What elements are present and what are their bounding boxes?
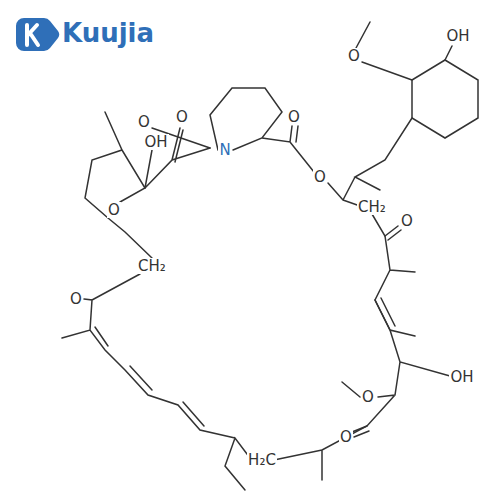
logo-icon bbox=[16, 18, 59, 51]
atom-label: O bbox=[339, 429, 353, 445]
atom-label: O bbox=[137, 114, 151, 130]
atom-label: CH₂ bbox=[137, 258, 167, 274]
atom-label: O bbox=[361, 389, 375, 405]
atom-label: OH bbox=[449, 369, 474, 385]
atom-label: OH bbox=[445, 28, 470, 44]
brand-logo-text: Kuujia bbox=[62, 18, 154, 48]
atom-label: O bbox=[69, 291, 83, 307]
atom-label: O bbox=[175, 109, 189, 125]
atom-label: O bbox=[107, 202, 121, 218]
atom-label: O bbox=[287, 109, 301, 125]
bonds bbox=[62, 22, 478, 490]
atom-label: O bbox=[313, 169, 327, 185]
atom-label: O bbox=[347, 48, 361, 64]
atom-label: CH₂ bbox=[357, 199, 387, 215]
atom-label: H₂C bbox=[247, 452, 277, 468]
atom-label: N bbox=[218, 142, 231, 158]
atom-label: OH bbox=[143, 134, 168, 150]
atom-label: O bbox=[400, 213, 414, 229]
